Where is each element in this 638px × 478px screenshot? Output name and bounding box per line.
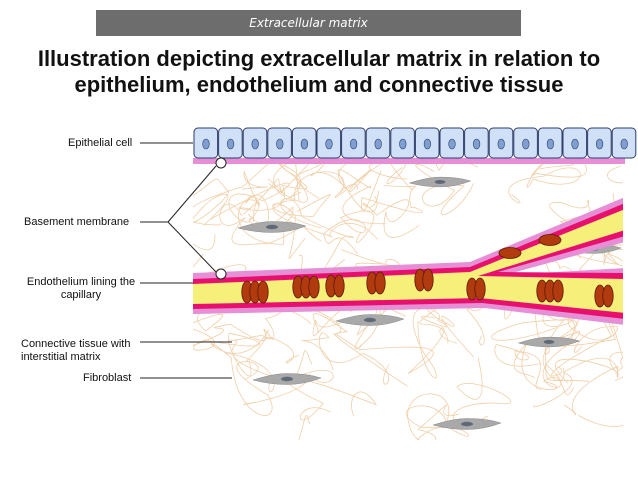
- label-basement-membrane: Basement membrane: [24, 216, 130, 228]
- collagen-fiber: [243, 350, 334, 405]
- epithelial-nucleus: [202, 138, 210, 150]
- basement-marker-lower: [215, 268, 227, 280]
- epithelial-basement-membrane: [193, 158, 625, 164]
- leader-basement-lower: [167, 221, 217, 273]
- label-connective-line-2: interstitial matrix: [21, 351, 101, 363]
- collagen-fiber: [251, 160, 302, 201]
- collagen-fiber: [210, 329, 273, 416]
- collagen-fiber: [513, 342, 575, 396]
- epithelial-nucleus: [399, 138, 407, 150]
- collagen-fiber: [494, 343, 542, 390]
- collagen-fiber: [272, 194, 331, 259]
- epithelial-nucleus: [522, 138, 530, 150]
- red-blood-cell: [333, 274, 345, 298]
- collagen-fiber: [301, 332, 390, 385]
- header-bar: Extracellular matrix: [96, 10, 521, 36]
- collagen-fiber: [210, 182, 290, 223]
- red-blood-cell: [552, 279, 564, 303]
- fibroblast-nucleus: [434, 180, 446, 184]
- epithelial-nucleus: [497, 138, 505, 150]
- epithelial-nucleus: [423, 138, 432, 150]
- red-blood-cell: [257, 280, 269, 304]
- fibroblasts: [237, 176, 622, 430]
- fibroblast-nucleus: [364, 317, 376, 323]
- epithelial-nucleus: [473, 138, 481, 150]
- collagen-fiber: [533, 357, 619, 416]
- epithelium-layer: [193, 127, 637, 159]
- label-connective-tissue: Connective tissue with interstitial matr…: [21, 338, 130, 364]
- label-endothelium: Endothelium lining the capillary: [25, 276, 137, 302]
- epithelial-nucleus: [276, 138, 284, 150]
- label-fibroblast: Fibroblast: [83, 372, 132, 384]
- label-endothelium-line-1: Endothelium lining the: [26, 276, 136, 288]
- basement-marker-upper: [215, 157, 227, 169]
- page-title: Illustration depicting extracellular mat…: [0, 46, 638, 98]
- collagen-fiber: [238, 160, 308, 211]
- collagen-fiber: [361, 170, 423, 214]
- epithelial-nucleus: [374, 138, 382, 150]
- collagen-fiber: [368, 160, 408, 180]
- collagen-fiber: [193, 234, 216, 251]
- leader-basement-upper: [167, 165, 217, 223]
- collagen-fiber: [491, 319, 589, 382]
- collagen-fiber: [333, 327, 457, 387]
- collagen-fiber: [407, 393, 459, 440]
- leader-lines: [140, 142, 232, 379]
- fibroblast-nucleus: [461, 421, 473, 427]
- label-connective-line-1: Connective tissue with: [21, 338, 131, 350]
- collagen-fiber: [620, 356, 623, 368]
- collagen-fiber: [555, 351, 623, 384]
- collagen-fiber: [337, 169, 386, 225]
- title-line-2: epithelium, endothelium and connective t…: [74, 72, 564, 97]
- collagen-fiber: [386, 160, 408, 184]
- collagen-fiber: [434, 160, 479, 171]
- collagen-fiber: [298, 415, 310, 440]
- epithelial-nucleus: [571, 138, 579, 150]
- red-blood-cell: [602, 284, 614, 308]
- epithelial-nucleus: [251, 138, 259, 150]
- red-blood-cell: [474, 277, 486, 301]
- epithelial-nucleus: [325, 138, 333, 150]
- epithelial-nucleus: [448, 138, 456, 150]
- collagen-fiber: [334, 160, 413, 198]
- epithelial-nucleus: [546, 138, 555, 150]
- epithelial-nucleus: [227, 138, 235, 150]
- collagen-fiber: [295, 160, 356, 199]
- collagen-fiber: [272, 171, 378, 240]
- collagen-fiber: [193, 178, 230, 226]
- collagen-fiber: [406, 405, 474, 440]
- epithelial-nucleus: [620, 138, 628, 150]
- red-blood-cell: [308, 275, 320, 299]
- collagen-fiber: [193, 328, 260, 377]
- capillary: [193, 197, 623, 325]
- fibroblast-nucleus: [543, 340, 555, 344]
- red-blood-cell: [538, 234, 562, 246]
- red-blood-cell: [374, 271, 386, 295]
- label-endothelium-line-2: capillary: [60, 289, 102, 301]
- collagen-fiber: [578, 376, 623, 427]
- collagen-fiber: [243, 160, 313, 215]
- red-blood-cell: [498, 247, 522, 259]
- collagen-fiber: [415, 164, 474, 216]
- fibroblast-nucleus: [281, 376, 293, 382]
- collagen-fiber: [607, 160, 623, 184]
- collagen-fiber: [362, 190, 420, 238]
- collagen-fiber: [508, 160, 581, 204]
- title-line-1: Illustration depicting extracellular mat…: [37, 46, 601, 71]
- epithelial-nucleus: [300, 138, 309, 150]
- collagen-fiber: [193, 323, 274, 346]
- epithelial-nucleus: [595, 138, 604, 150]
- red-blood-cell: [422, 268, 434, 292]
- label-epithelial-cell: Epithelial cell: [68, 137, 133, 149]
- red-blood-cells: [241, 234, 614, 308]
- header-text: Extracellular matrix: [249, 16, 368, 30]
- collagen-fiber: [193, 253, 247, 288]
- fibroblast-nucleus: [266, 224, 278, 230]
- epithelial-nucleus: [350, 138, 358, 150]
- collagen-fiber: [323, 210, 375, 255]
- collagen-fiber: [452, 357, 512, 424]
